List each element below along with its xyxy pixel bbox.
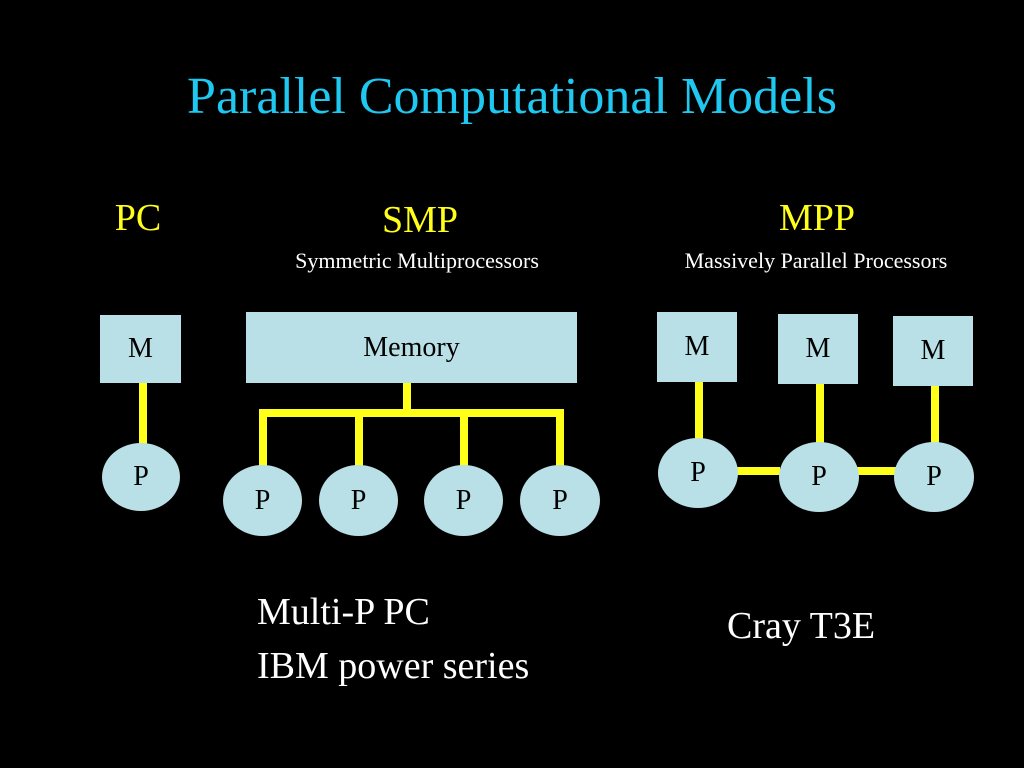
mpp-memory-label: M bbox=[684, 331, 710, 362]
mpp-memory-box: M bbox=[778, 314, 858, 384]
smp-bus-drop-1 bbox=[259, 413, 267, 467]
mpp-processor-label: P bbox=[690, 457, 706, 488]
smp-processor-label: P bbox=[552, 484, 568, 516]
mpp-processor-label: P bbox=[926, 461, 942, 492]
smp-processor-node: P bbox=[520, 465, 600, 536]
smp-bus-drop-3 bbox=[460, 413, 468, 467]
mpp-processor-node: P bbox=[779, 442, 859, 512]
mpp-memory-link bbox=[816, 384, 824, 444]
pc-memory-label: M bbox=[128, 333, 153, 364]
mpp-memory-box: M bbox=[893, 316, 973, 386]
mpp-memory-label: M bbox=[920, 335, 946, 366]
pc-processor-label: P bbox=[133, 461, 149, 492]
smp-shared-memory-box: Memory bbox=[246, 312, 577, 383]
mpp-interconnect bbox=[736, 467, 780, 475]
mpp-memory-link bbox=[931, 386, 939, 444]
smp-subtitle: Symmetric Multiprocessors bbox=[295, 248, 539, 273]
smp-processor-node: P bbox=[319, 465, 398, 536]
smp-processor-label: P bbox=[350, 484, 367, 516]
mpp-heading: MPP bbox=[778, 197, 856, 239]
mpp-memory-box: M bbox=[657, 312, 737, 382]
pc-memory-box: M bbox=[100, 315, 181, 383]
mpp-example: Cray T3E bbox=[727, 605, 876, 647]
mpp-memory-link bbox=[695, 382, 703, 440]
smp-heading: SMP bbox=[381, 199, 459, 241]
smp-memory-label: Memory bbox=[363, 331, 460, 363]
mpp-memory-label: M bbox=[805, 333, 831, 364]
smp-bus-drop-2 bbox=[355, 413, 363, 467]
slide-title: Parallel Computational Models bbox=[187, 68, 837, 125]
mpp-subtitle: Massively Parallel Processors bbox=[684, 248, 948, 273]
smp-processor-label: P bbox=[254, 484, 271, 516]
mpp-processor-label: P bbox=[811, 461, 827, 492]
smp-processor-node: P bbox=[424, 465, 503, 536]
pc-processor-node: P bbox=[102, 443, 180, 511]
mpp-processor-node: P bbox=[658, 438, 738, 508]
mpp-interconnect bbox=[857, 467, 897, 475]
smp-processor-label: P bbox=[455, 484, 472, 516]
pc-memory-processor-link bbox=[139, 383, 147, 445]
pc-heading: PC bbox=[114, 197, 162, 239]
mpp-processor-node: P bbox=[894, 442, 974, 512]
smp-processor-node: P bbox=[223, 465, 302, 536]
smp-memory-stem bbox=[403, 383, 411, 413]
smp-example: Multi-P PC bbox=[257, 591, 430, 633]
smp-bus-drop-4 bbox=[556, 413, 564, 467]
smp-shared-bus bbox=[259, 409, 564, 417]
smp-example: IBM power series bbox=[257, 645, 530, 687]
